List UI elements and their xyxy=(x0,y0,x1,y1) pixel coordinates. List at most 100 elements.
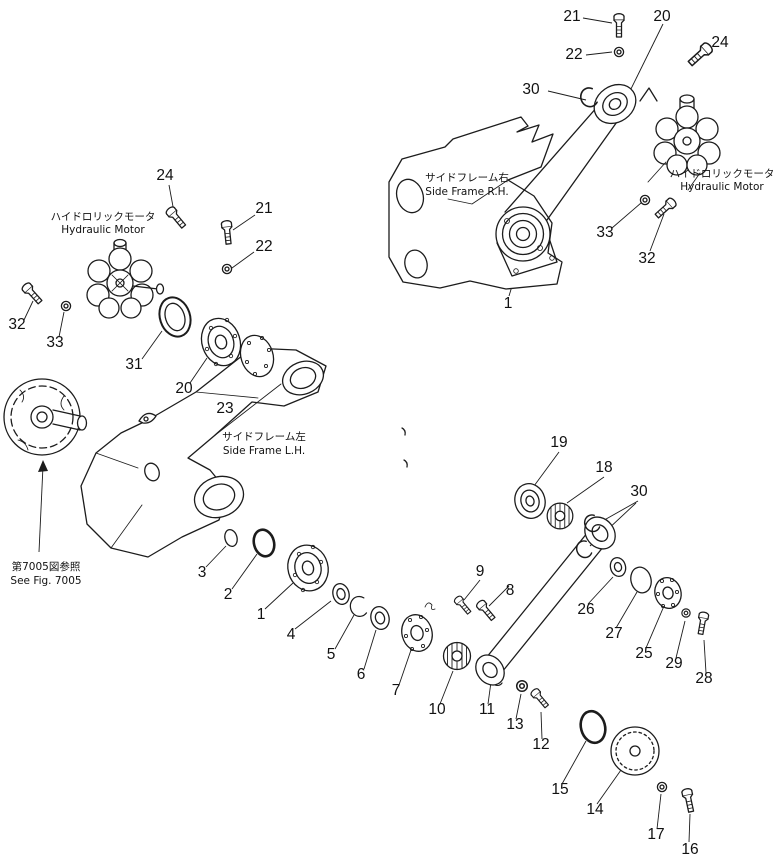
part-labels: サイドフレーム右 Side Frame R.H. ハイドロリックモータ Hydr… xyxy=(10,168,773,587)
callout-27: 27 xyxy=(605,625,622,642)
part-7-plate xyxy=(401,602,436,652)
callout-1-bottom: 1 xyxy=(257,606,266,623)
bolt-16 xyxy=(680,787,697,814)
bolt-24-left xyxy=(164,204,189,231)
part-26-ring xyxy=(609,556,627,578)
label-side-frame-rh-en: Side Frame R.H. xyxy=(425,186,508,198)
washer-22-left xyxy=(221,263,233,275)
part-4-bushing xyxy=(332,582,350,606)
washer-22-top xyxy=(613,46,625,58)
hydraulic-motor-left xyxy=(86,238,165,319)
callout-25: 25 xyxy=(635,645,652,662)
hydraulic-motor-right xyxy=(639,87,721,191)
callout-18: 18 xyxy=(595,459,612,476)
part-5-snapring xyxy=(348,594,368,619)
see-fig-arrow xyxy=(38,460,48,553)
bolt-12 xyxy=(529,686,551,710)
washer-13 xyxy=(515,679,529,693)
callout-16: 16 xyxy=(681,841,698,858)
upper-link xyxy=(504,83,637,221)
callout-28: 28 xyxy=(695,670,712,687)
callout-21-left: 21 xyxy=(255,200,272,217)
bolt-28 xyxy=(695,610,710,636)
callout-4: 4 xyxy=(287,626,296,643)
reference-ticks xyxy=(401,427,408,468)
bolt-21-left xyxy=(220,219,235,246)
washer-29 xyxy=(681,608,691,618)
part-6-ring xyxy=(370,606,390,630)
callout-20-left: 20 xyxy=(175,380,193,397)
callout-33-right: 33 xyxy=(596,224,613,241)
washer-33-left xyxy=(60,300,72,312)
callout-26: 26 xyxy=(577,601,594,618)
callout-30-top: 30 xyxy=(522,81,540,98)
label-motor-right-jp: ハイドロリックモータ xyxy=(670,168,773,180)
lower-link xyxy=(475,512,616,686)
part-31-collar xyxy=(158,296,192,338)
callout-19: 19 xyxy=(550,434,567,451)
callout-30-mid: 30 xyxy=(630,483,648,500)
snap-ring-30-top xyxy=(577,85,599,110)
leader-lines xyxy=(23,17,713,843)
bolt-24-top xyxy=(685,40,715,69)
label-see-fig-jp: 第7005図参照 xyxy=(12,560,81,573)
callout-22-left: 22 xyxy=(255,238,272,255)
part-10-roller xyxy=(442,641,472,671)
washer-17 xyxy=(656,781,668,793)
bolt-32-right xyxy=(652,196,679,221)
part-1-roller-right xyxy=(495,206,551,262)
callout-10: 10 xyxy=(428,701,446,718)
label-motor-right-en: Hydraulic Motor xyxy=(680,181,764,193)
bolt-21-top xyxy=(613,13,625,38)
part-20-left-flange xyxy=(200,317,242,367)
callout-8: 8 xyxy=(506,582,515,599)
callout-24-top: 24 xyxy=(711,34,729,51)
callout-1-right: 1 xyxy=(504,295,513,312)
callout-21-top: 21 xyxy=(563,8,580,25)
callout-11: 11 xyxy=(479,701,495,718)
callout-29: 29 xyxy=(665,655,682,672)
callout-31: 31 xyxy=(125,356,142,373)
callout-20-top: 20 xyxy=(653,8,671,25)
part-27-gasket xyxy=(630,566,652,594)
part-1-hub-left xyxy=(287,544,329,593)
part-15-oring xyxy=(579,709,607,745)
label-see-fig-en: See Fig. 7005 xyxy=(10,575,81,587)
callout-2: 2 xyxy=(224,586,233,603)
label-motor-left-en: Hydraulic Motor xyxy=(61,224,145,236)
callout-6: 6 xyxy=(357,666,366,683)
callout-13: 13 xyxy=(506,716,523,733)
side-frame-rh xyxy=(388,116,563,290)
callout-12: 12 xyxy=(532,736,549,753)
label-side-frame-rh-jp: サイドフレーム右 xyxy=(425,171,509,184)
callout-33-left: 33 xyxy=(46,334,63,351)
label-motor-left-jp: ハイドロリックモータ xyxy=(51,211,156,223)
callout-17: 17 xyxy=(647,826,664,843)
part-14-cover xyxy=(610,726,660,776)
bolt-9 xyxy=(452,594,474,617)
bolt-8 xyxy=(474,598,498,623)
idler-wheel xyxy=(3,378,88,456)
callout-24-left: 24 xyxy=(156,167,174,184)
part-3-ring xyxy=(224,528,238,548)
callout-9: 9 xyxy=(476,563,485,580)
label-side-frame-lh-en: Side Frame L.H. xyxy=(223,445,305,457)
callout-23: 23 xyxy=(216,400,233,417)
washer-33-right xyxy=(639,194,651,206)
part-2-oring xyxy=(252,528,276,558)
part-19-bearing xyxy=(514,483,546,519)
callout-numbers: 21 20 22 24 30 33 32 1 24 21 22 32 33 31… xyxy=(8,8,729,858)
callout-32-right: 32 xyxy=(638,250,655,267)
callout-15: 15 xyxy=(551,781,568,798)
callout-22-top: 22 xyxy=(565,46,582,63)
part-18-roller xyxy=(546,502,574,530)
callout-7: 7 xyxy=(392,682,401,699)
callout-5: 5 xyxy=(327,646,336,663)
callout-3: 3 xyxy=(198,564,207,581)
label-side-frame-lh-jp: サイドフレーム左 xyxy=(222,430,306,443)
side-frame-lh xyxy=(80,347,327,558)
callout-14: 14 xyxy=(586,801,604,818)
callout-32-left: 32 xyxy=(8,316,25,333)
